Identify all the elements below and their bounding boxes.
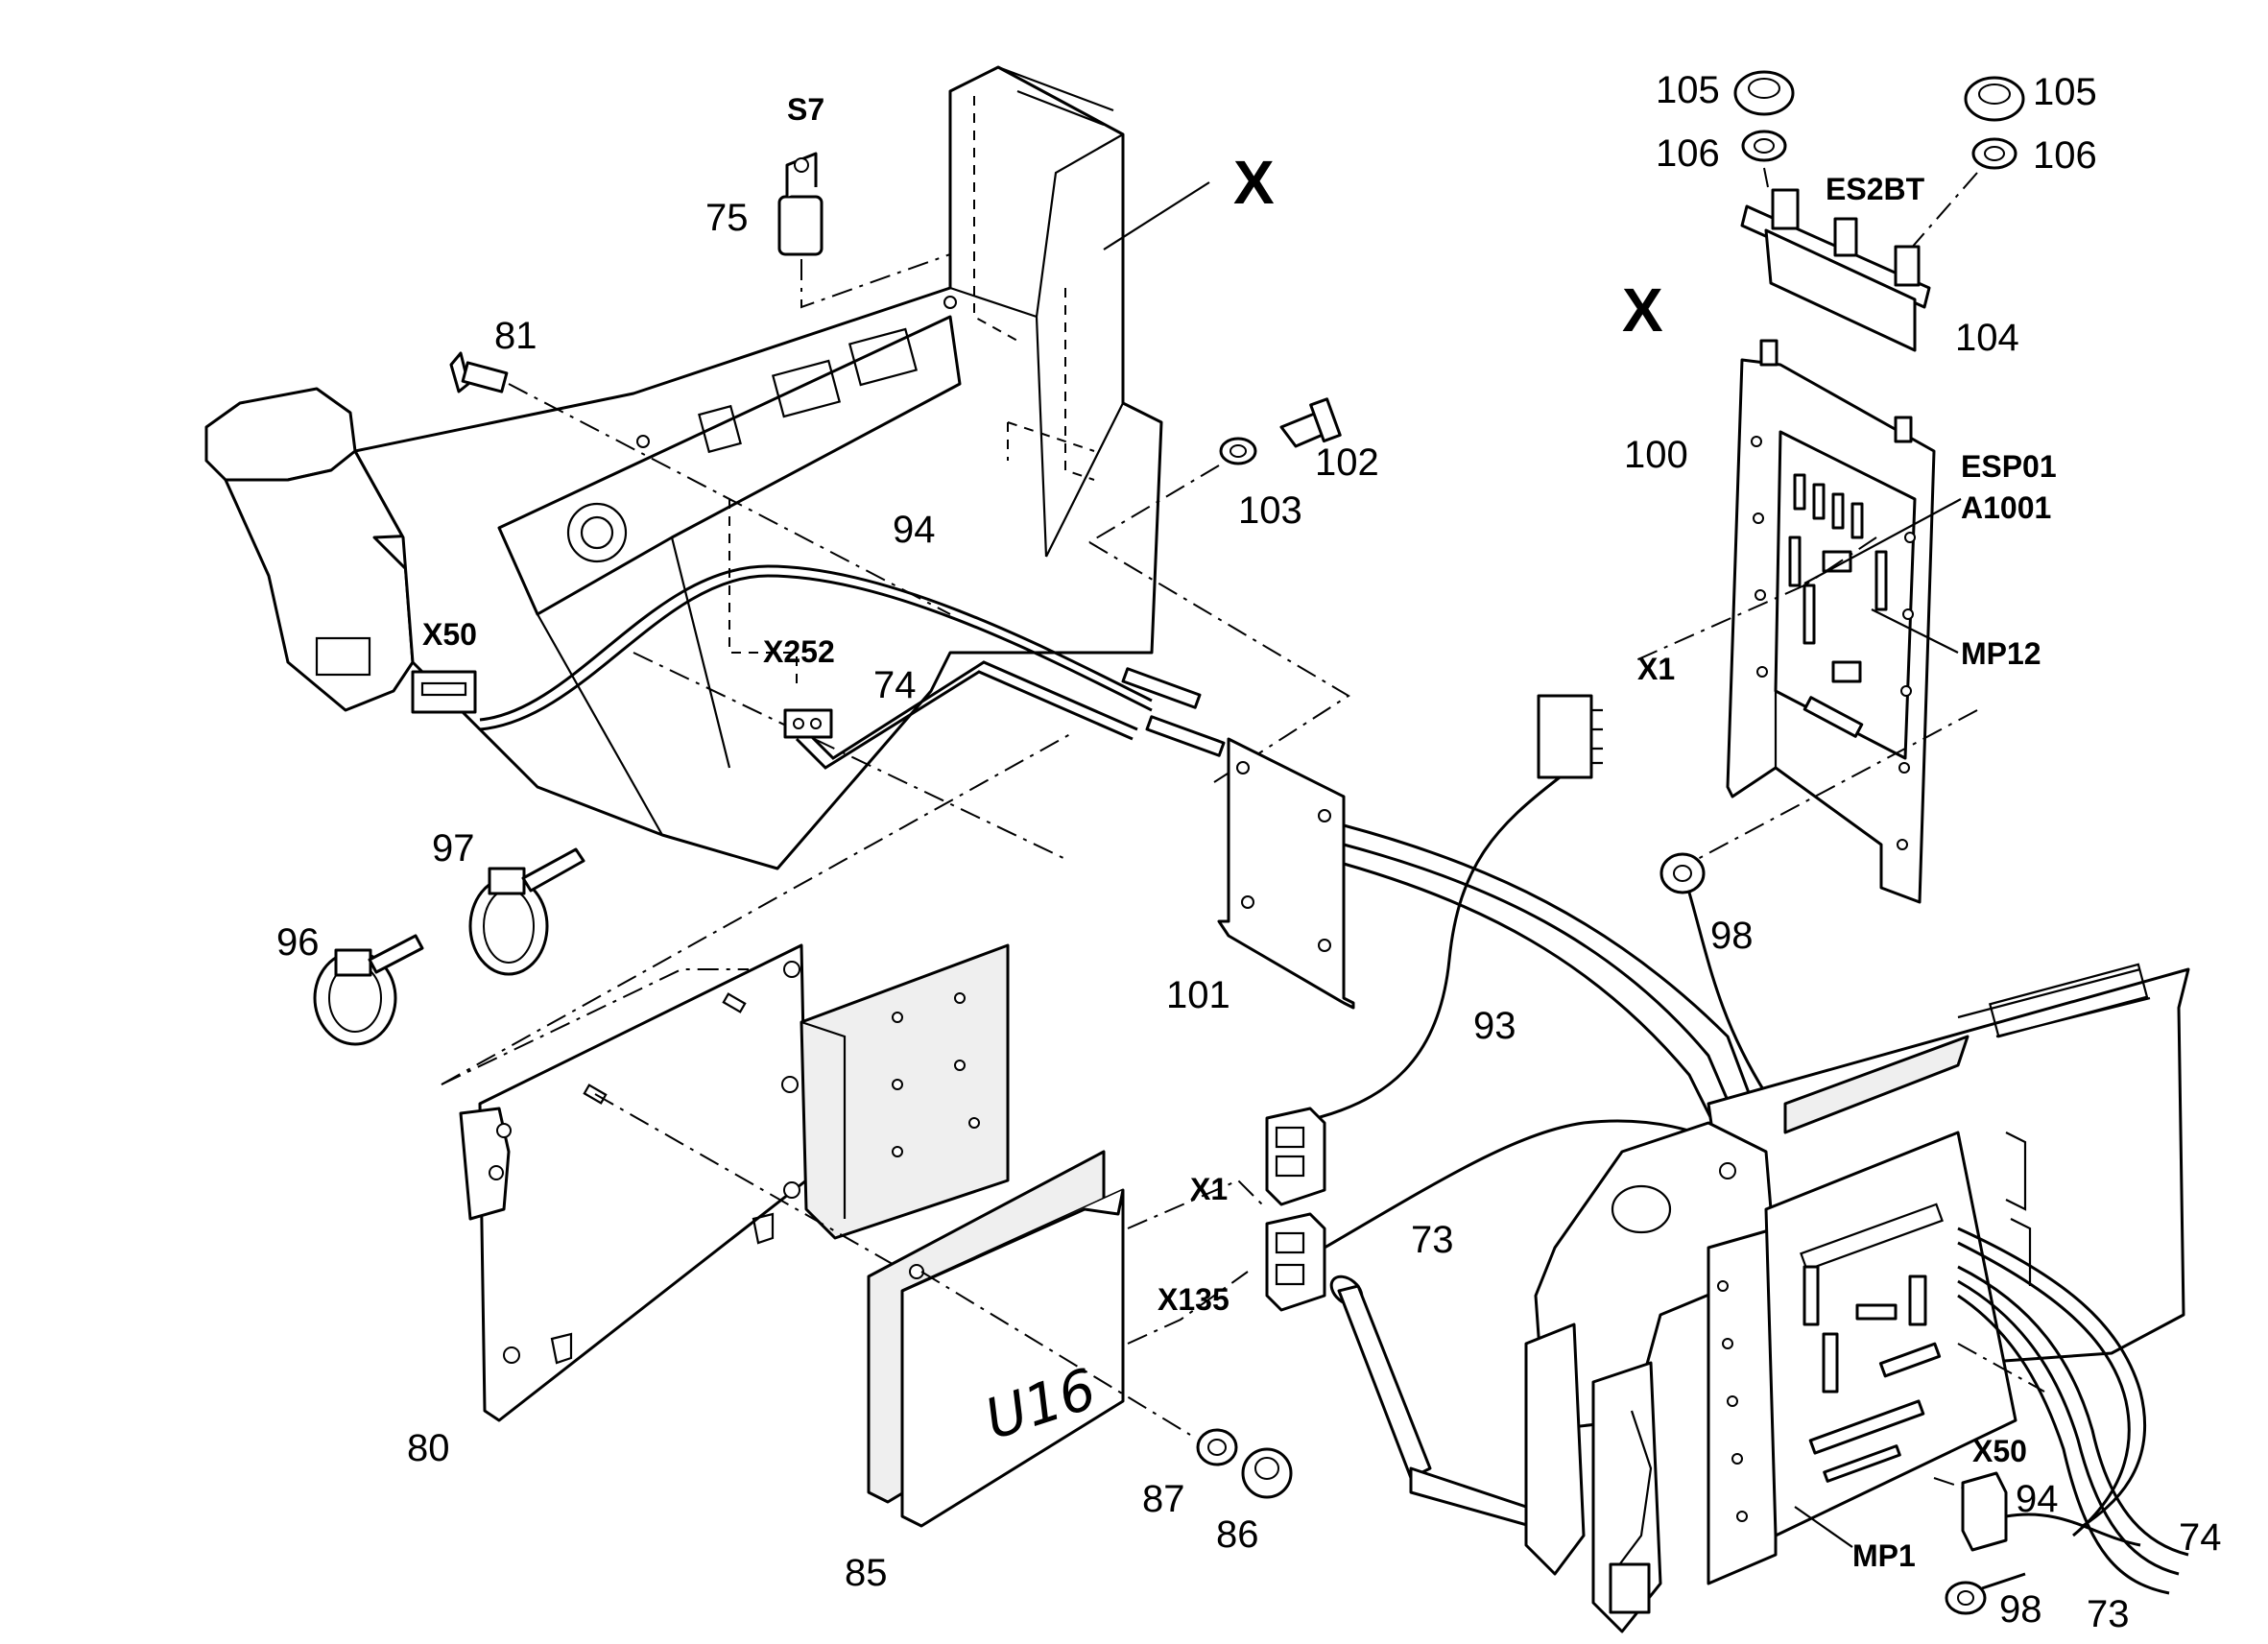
label-86: 86 (1216, 1513, 1259, 1556)
label-97: 97 (432, 827, 475, 870)
label-93: 93 (1473, 1005, 1516, 1047)
label-87: 87 (1142, 1478, 1185, 1520)
label-74-right: 74 (2179, 1516, 2222, 1559)
board-chips (1788, 473, 1888, 738)
console-housing (204, 65, 1163, 870)
label-x252: X252 (763, 634, 835, 669)
washer-87 (1196, 1428, 1238, 1466)
label-x50-right: X50 (1972, 1434, 2027, 1468)
cable-tie-96 (313, 934, 424, 1046)
label-94-right: 94 (2016, 1478, 2059, 1520)
label-94: 94 (893, 509, 936, 551)
board-holes (1751, 436, 1916, 850)
label-es2bt: ES2BT (1826, 172, 1925, 206)
plate-holes (892, 992, 980, 1157)
label-80: 80 (407, 1427, 450, 1469)
label-103: 103 (1238, 489, 1302, 532)
nut-105-left (1733, 70, 1795, 116)
circuit-board-100 (1631, 339, 1978, 904)
cable-tie-97 (468, 847, 585, 976)
key-switch-s7 (777, 152, 951, 309)
label-x-right: X (1622, 275, 1663, 345)
label-105-left: 105 (1656, 69, 1720, 111)
label-a1001: A1001 (1961, 490, 2051, 525)
label-102: 102 (1315, 441, 1379, 484)
label-85: 85 (845, 1552, 888, 1594)
label-x1-mid: X1 (1190, 1172, 1228, 1206)
main-cable-bundle (1343, 823, 1758, 1133)
nut-86 (1241, 1447, 1293, 1499)
control-lever (1329, 1275, 1662, 1633)
right-console-assembly (1329, 963, 2190, 1633)
connector-x1-mid (1265, 1107, 1326, 1206)
board-components-right (1800, 1203, 1944, 1483)
screw-102 (1279, 397, 1342, 448)
switch-plate-104 (1740, 188, 1931, 352)
label-98-bottom: 98 (1999, 1588, 2042, 1631)
connector-x50-left (411, 670, 477, 714)
connector-x252 (728, 499, 833, 739)
connector-x50-right (1933, 1471, 2141, 1552)
washer-103 (1088, 437, 1257, 543)
label-106-right: 106 (2033, 134, 2097, 177)
label-74: 74 (873, 664, 917, 706)
mounting-plate-80 (441, 733, 1071, 1422)
label-73-mid: 73 (1411, 1219, 1454, 1261)
nut-105-right (1964, 76, 2025, 122)
side-box-holes (1717, 1280, 1748, 1522)
label-96: 96 (276, 921, 320, 964)
label-98-top: 98 (1710, 915, 1754, 957)
label-101: 101 (1166, 974, 1230, 1016)
label-100: 100 (1624, 434, 1688, 476)
washer-106-right (1971, 137, 2017, 170)
label-105-right: 105 (2033, 71, 2097, 113)
label-x135: X135 (1158, 1282, 1229, 1317)
label-x1-top: X1 (1637, 652, 1675, 686)
electronic-module-u16 (867, 1150, 1268, 1528)
label-106-left: 106 (1656, 132, 1720, 175)
label-81: 81 (494, 315, 537, 357)
bracket-101 (1217, 737, 1355, 1010)
label-mp12: MP12 (1961, 636, 2041, 671)
connector-x1-top (1295, 694, 1603, 1125)
callout-labels: S7 75 X 81 102 103 94 X50 X252 74 105 10… (276, 69, 2222, 1635)
label-73-bottom: 73 (2087, 1593, 2130, 1635)
label-x50-left: X50 (422, 617, 477, 652)
label-s7: S7 (787, 92, 824, 127)
harness-94-74 (479, 541, 1350, 860)
label-75: 75 (705, 197, 749, 239)
label-104: 104 (1955, 317, 2019, 359)
washer-106-left (1741, 130, 1787, 162)
label-esp01: ESP01 (1961, 449, 2057, 484)
label-x-top: X (1233, 148, 1275, 217)
ring-terminal-98-top (1659, 852, 1768, 1095)
label-mp1: MP1 (1852, 1538, 1916, 1573)
